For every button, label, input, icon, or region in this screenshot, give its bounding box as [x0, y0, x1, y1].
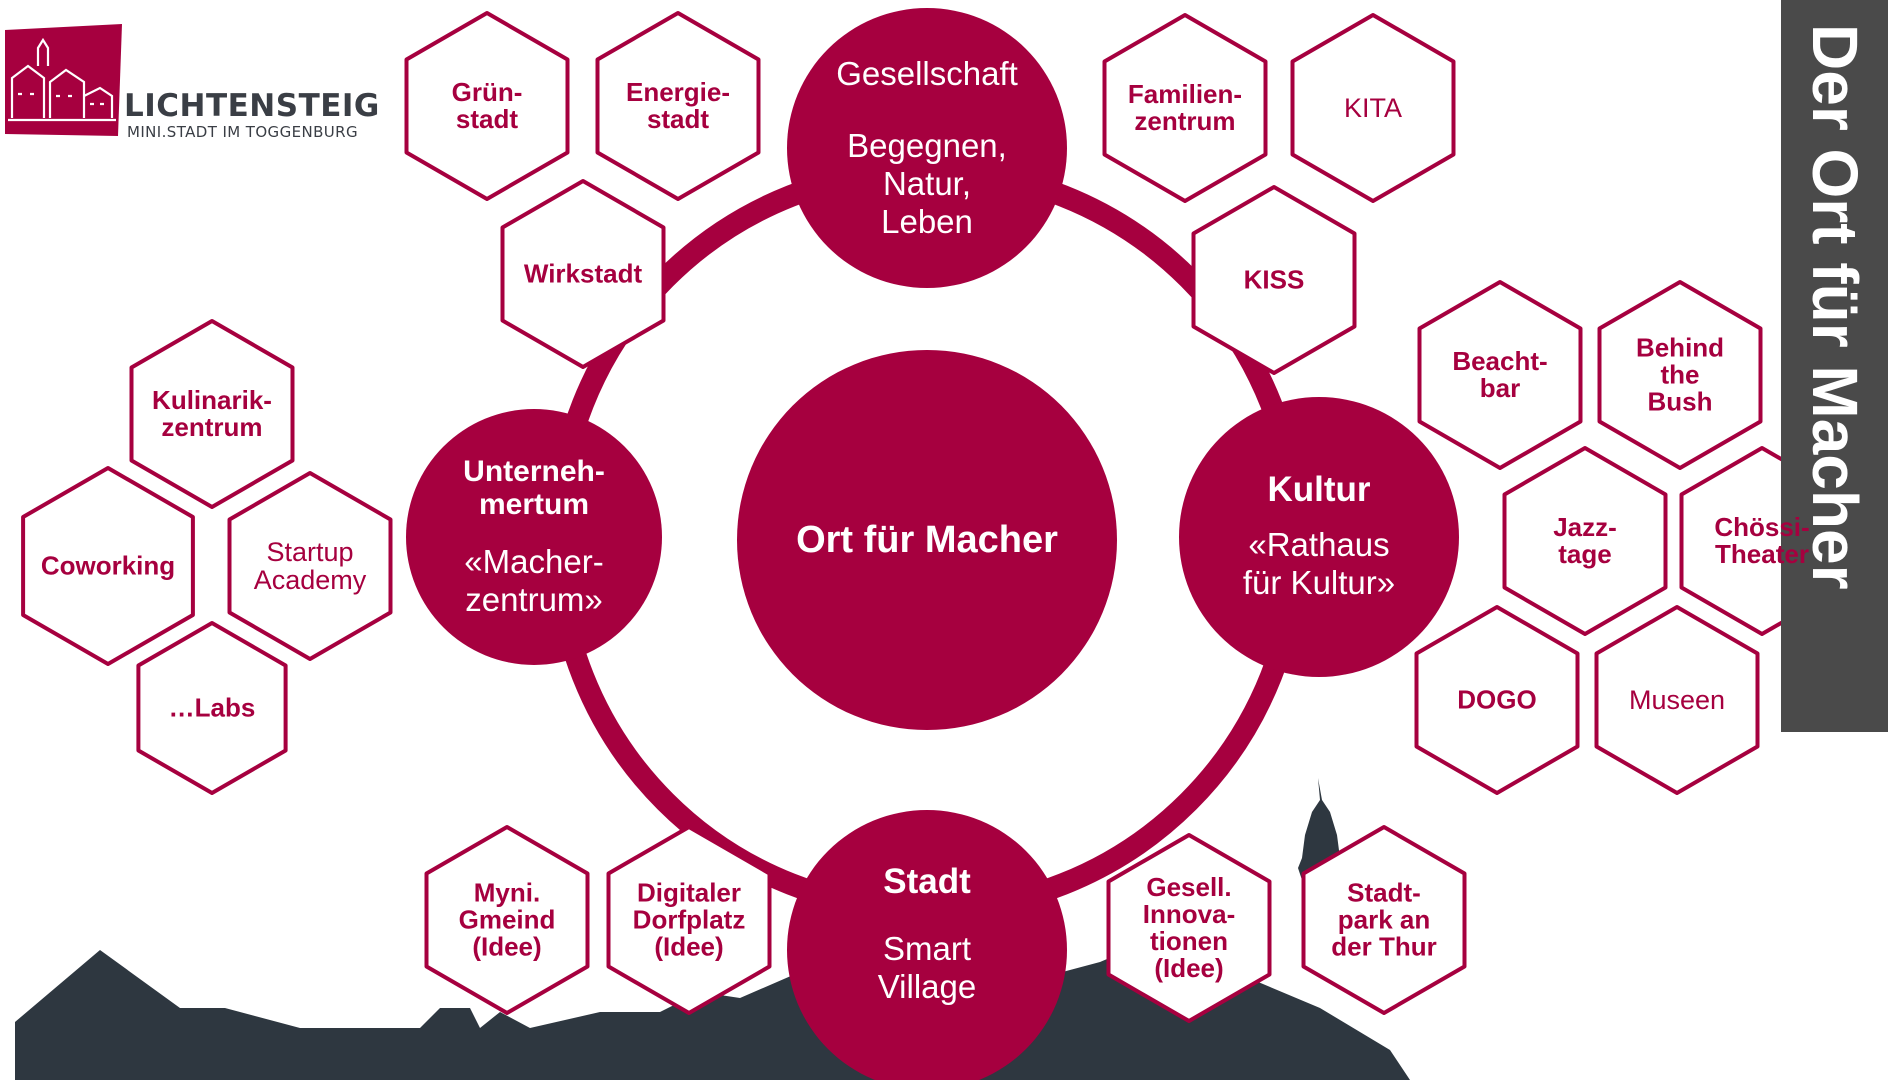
hexagon-label-energiestadt: Energie- stadt [625, 77, 731, 134]
hexagon-museen[interactable] [1594, 605, 1760, 795]
hexagon-gesell-innovationen[interactable] [1106, 833, 1272, 1023]
logo-subtitle: MINI.STADT IM TOGGENBURG [127, 123, 359, 141]
hexagon-label-beachtbar: Beacht- bar [1452, 346, 1548, 403]
hexagon-energiestadt[interactable] [595, 11, 761, 201]
hexagon-label-kulinarikzentrum: Kulinarik- zentrum [152, 385, 272, 442]
hexagon-labs[interactable] [136, 621, 288, 795]
hexagon-label-myni-gmeind: Myni. Gmeind (Idee) [458, 877, 556, 962]
hexagon-gruenstadt[interactable] [404, 11, 570, 201]
hexagon-label-wirkstadt: Wirkstadt [523, 258, 643, 289]
hexagon-label-gesell-innovationen: Gesell. Innova- tionen (Idee) [1142, 872, 1236, 983]
hexagon-label-startup-academy: Startup Academy [253, 537, 367, 595]
hexagon-behind-the-bush[interactable] [1597, 280, 1763, 470]
hub-kultur-head: Kultur [1267, 470, 1371, 509]
hexagon-label-stadtpark: Stadt- park an der Thur [1331, 877, 1437, 962]
hub-unternehmertum-sub: «Macher- zentrum» [464, 543, 604, 618]
hexagon-jazztage[interactable] [1502, 446, 1668, 636]
hexagon-familienzentrum[interactable] [1102, 13, 1268, 203]
hexagon-kiss[interactable] [1191, 185, 1357, 375]
hub-kultur-sub: «Rathaus für Kultur» [1242, 526, 1396, 601]
hexagon-coworking[interactable] [21, 466, 195, 666]
hexagon-label-museen: Museen [1628, 685, 1726, 715]
hexagon-label-dogo: DOGO [1457, 684, 1537, 715]
hub-circle-stadt[interactable] [787, 810, 1067, 1080]
hub-unternehmertum-head: Unterneh- mertum [463, 455, 605, 521]
hexagon-stadtpark[interactable] [1301, 825, 1467, 1015]
hub-label-kultur: Kultur «Rathaus für Kultur» [1243, 454, 1395, 620]
hub-circle-kultur[interactable] [1179, 397, 1459, 677]
hexagon-kita[interactable] [1290, 13, 1456, 203]
hub-label-unternehmertum: Unterneh- mertum «Macher- zentrum» [463, 437, 605, 637]
town-skyline-silhouette [15, 930, 1410, 1080]
hexagon-wirkstadt[interactable] [500, 179, 666, 369]
hexagon-digitaler-dorfplatz[interactable] [606, 825, 772, 1015]
hexagon-label-jazztage: Jazz- tage [1553, 512, 1617, 569]
hub-label-stadt: Stadt Smart Village [878, 846, 976, 1024]
logo-title: LICHTENSTEIG [124, 88, 380, 124]
hub-stadt-sub: Smart Village [877, 930, 977, 1005]
hub-gesellschaft-sub: Begegnen, Natur, Leben [847, 127, 1007, 240]
lichtensteig-logo-emblem [5, 24, 122, 136]
hexagon-beachtbar[interactable] [1417, 280, 1583, 470]
hexagon-label-coworking: Coworking [40, 550, 176, 581]
hexagon-label-kiss: KISS [1243, 264, 1305, 295]
hub-circle-unternehmertum[interactable] [406, 409, 662, 665]
center-label: Ort für Macher [796, 519, 1058, 561]
center-circle[interactable] [737, 350, 1117, 730]
hexagon-myni-gmeind[interactable] [424, 825, 590, 1015]
hexagon-layer [21, 11, 1845, 1023]
hexagon-label-gruenstadt: Grün- stadt [451, 77, 523, 134]
hub-stadt-head: Stadt [883, 862, 971, 901]
hexagon-label-kita: KITA [1343, 93, 1403, 123]
hexagon-label-labs: …Labs [168, 692, 256, 723]
hub-gesellschaft-top: Gesellschaft [836, 55, 1018, 92]
hexagon-dogo[interactable] [1414, 605, 1580, 795]
hexagon-label-choessi-theater: Chössi- Theater [1714, 512, 1810, 569]
side-banner: Der Ort für Macher [1781, 0, 1888, 732]
hub-circle-gesellschaft[interactable] [787, 8, 1067, 288]
side-banner-title: Der Ort für Macher [1799, 24, 1871, 590]
hexagon-kulinarikzentrum[interactable] [129, 319, 295, 509]
hub-label-gesellschaft: Gesellschaft Begegnen, Natur, Leben [836, 37, 1018, 259]
hexagon-label-familienzentrum: Familien- zentrum [1127, 79, 1243, 136]
hexagon-startup-academy[interactable] [227, 471, 393, 661]
hexagon-label-digitaler-dorfplatz: Digitaler Dorfplatz (Idee) [632, 877, 746, 962]
hexagon-label-behind-the-bush: Behind the Bush [1635, 332, 1725, 417]
